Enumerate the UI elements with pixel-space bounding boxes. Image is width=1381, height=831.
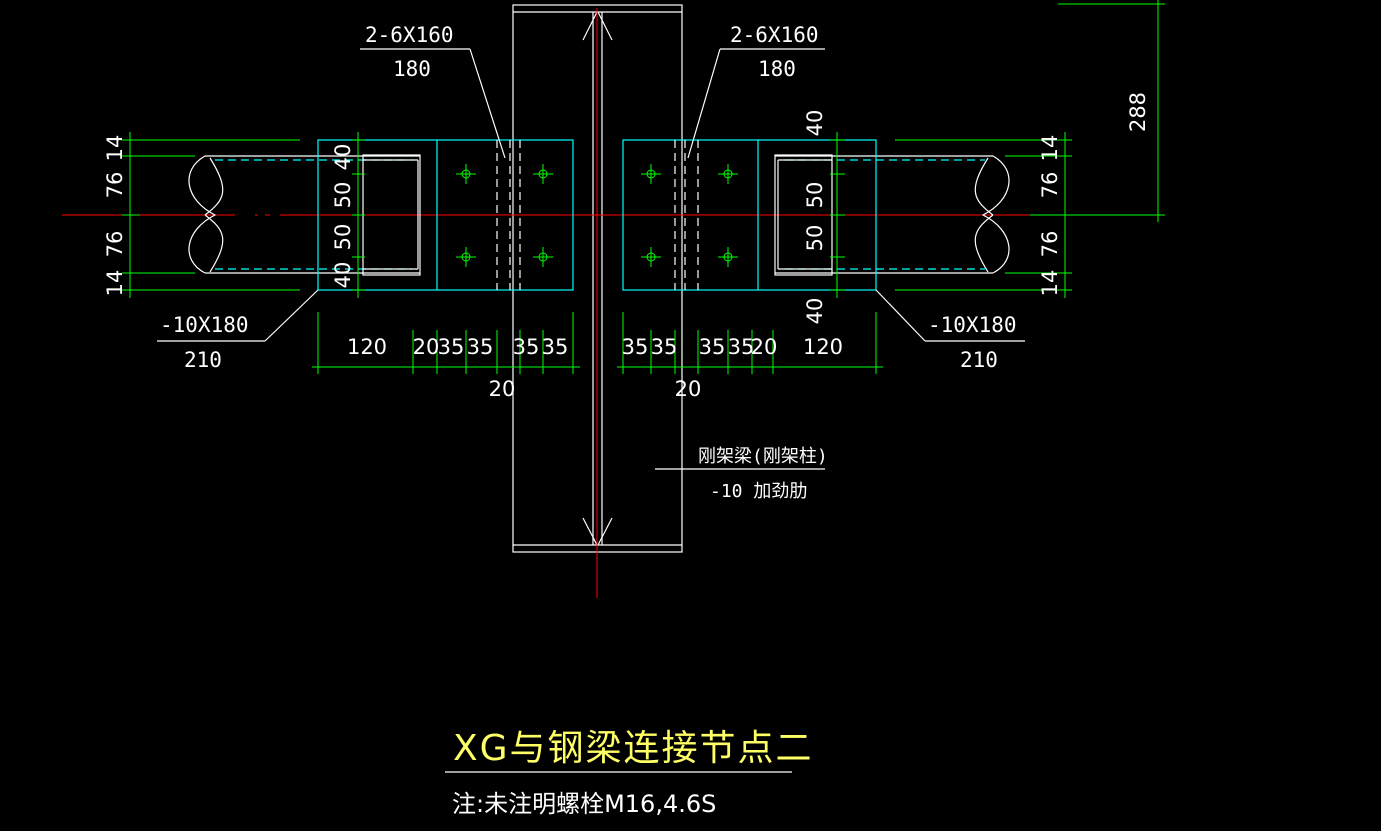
dim-left-v-2: 76: [103, 231, 127, 258]
dim-left-h-0: 120: [347, 335, 387, 359]
right-connection: [622, 139, 1010, 291]
drawing-title: XG与钢梁连接节点二: [453, 728, 814, 769]
dim-left-iv-0: 40: [331, 144, 355, 171]
dim-left-iv-1: 50: [331, 182, 355, 209]
dim-right-h-0: 35: [622, 335, 649, 359]
bolt-group-right: [641, 164, 738, 267]
dimension-text: 14 76 76 14 40 50 50 40 40 50 50 40 14 7…: [103, 92, 1150, 401]
weld-label-right-top: 2-6X160: [730, 23, 819, 47]
plate-label-right-top: -10X180: [928, 313, 1017, 337]
dim-right-iv-2: 50: [803, 225, 827, 252]
dim-right-v-2: 76: [1038, 231, 1062, 258]
dim-right-h-2: 35: [699, 335, 726, 359]
dim-right-iv-1: 50: [803, 182, 827, 209]
center-lines: [62, 8, 1030, 598]
plate-label-left-bottom: 210: [184, 348, 222, 372]
dim-left-v-3: 14: [103, 270, 127, 297]
dim-left-h-1: 20: [413, 335, 440, 359]
dim-left-h-4: 35: [513, 335, 540, 359]
dim-left-v-1: 76: [103, 172, 127, 199]
beam-label-bottom: -10 加劲肋: [710, 481, 807, 502]
plate-label-left-top: -10X180: [160, 313, 249, 337]
weld-label-left-top: 2-6X160: [365, 23, 454, 47]
leader-lines: [157, 48, 1025, 773]
dim-right-v-1: 76: [1038, 172, 1062, 199]
weld-label-left-bottom: 180: [393, 57, 431, 81]
dim-right-h-3: 35: [728, 335, 755, 359]
dim-right-v-0: 14: [1038, 135, 1062, 162]
dim-right-h-1: 35: [651, 335, 678, 359]
dim-left-iv-3: 40: [331, 262, 355, 289]
dim-top-right: 288: [1126, 92, 1150, 132]
plate-label-right-bottom: 210: [960, 348, 998, 372]
dim-right-h-4: 20: [751, 335, 778, 359]
dim-right-iv-3: 40: [803, 298, 827, 325]
drawing-note: 注:未注明螺栓M16,4.6S: [452, 790, 716, 818]
dim-left-center: 20: [489, 377, 516, 401]
dim-left-h-2: 35: [438, 335, 465, 359]
weld-label-right-bottom: 180: [758, 57, 796, 81]
dim-left-h-3: 35: [467, 335, 494, 359]
bolt-group-left: [456, 164, 553, 267]
dim-right-h-5: 120: [803, 335, 843, 359]
dim-right-v-3: 14: [1038, 270, 1062, 297]
dimension-lines: [122, 0, 1165, 374]
beam-label-top: 刚架梁(刚架柱): [698, 446, 828, 467]
left-connection: [188, 139, 574, 291]
dim-right-center: 20: [675, 377, 702, 401]
dim-left-h-5: 35: [542, 335, 569, 359]
dim-left-v-0: 14: [103, 135, 127, 162]
text-labels: 2-6X160 180 2-6X160 180 -10X180 210 -10X…: [160, 23, 1017, 502]
dim-left-iv-2: 50: [331, 224, 355, 251]
dim-right-iv-0: 40: [803, 110, 827, 137]
